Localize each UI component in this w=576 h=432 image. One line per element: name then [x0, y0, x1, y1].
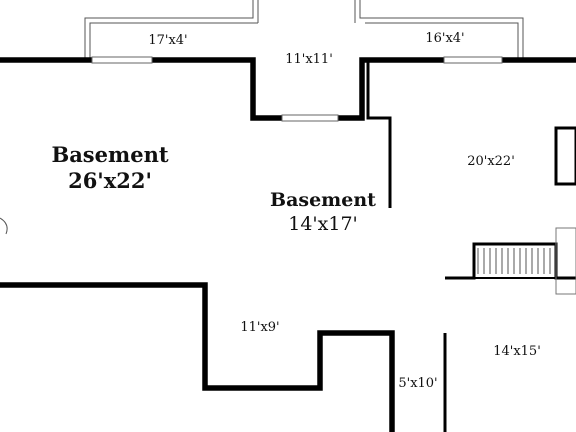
window-right	[443, 56, 503, 64]
dimension-bay-right: 16'x4'	[425, 31, 464, 46]
dimension-room-lower-right: 14'x15'	[493, 344, 541, 359]
room-labels: Basement 26'x22' Basement 14'x17' 17'x4'…	[51, 31, 540, 391]
room-size-basement-main: 26'x22'	[68, 168, 152, 193]
windows	[91, 56, 503, 122]
fixture-right	[554, 126, 576, 186]
bump-out-outlines	[84, 0, 524, 58]
dimension-bay-center: 11'x11'	[285, 52, 333, 67]
room-name-basement-center: Basement	[270, 189, 376, 211]
window-left	[91, 56, 153, 64]
stairs	[473, 227, 576, 295]
dimension-closet: 5'x10'	[398, 376, 437, 391]
window-center	[281, 114, 339, 122]
door-left	[0, 217, 8, 235]
dimension-bay-left: 17'x4'	[148, 33, 187, 48]
room-size-basement-center: 14'x17'	[288, 213, 358, 235]
room-name-basement-main: Basement	[51, 142, 168, 167]
dimension-room-lower-left: 11'x9'	[240, 320, 279, 335]
dimension-room-right: 20'x22'	[467, 154, 515, 169]
